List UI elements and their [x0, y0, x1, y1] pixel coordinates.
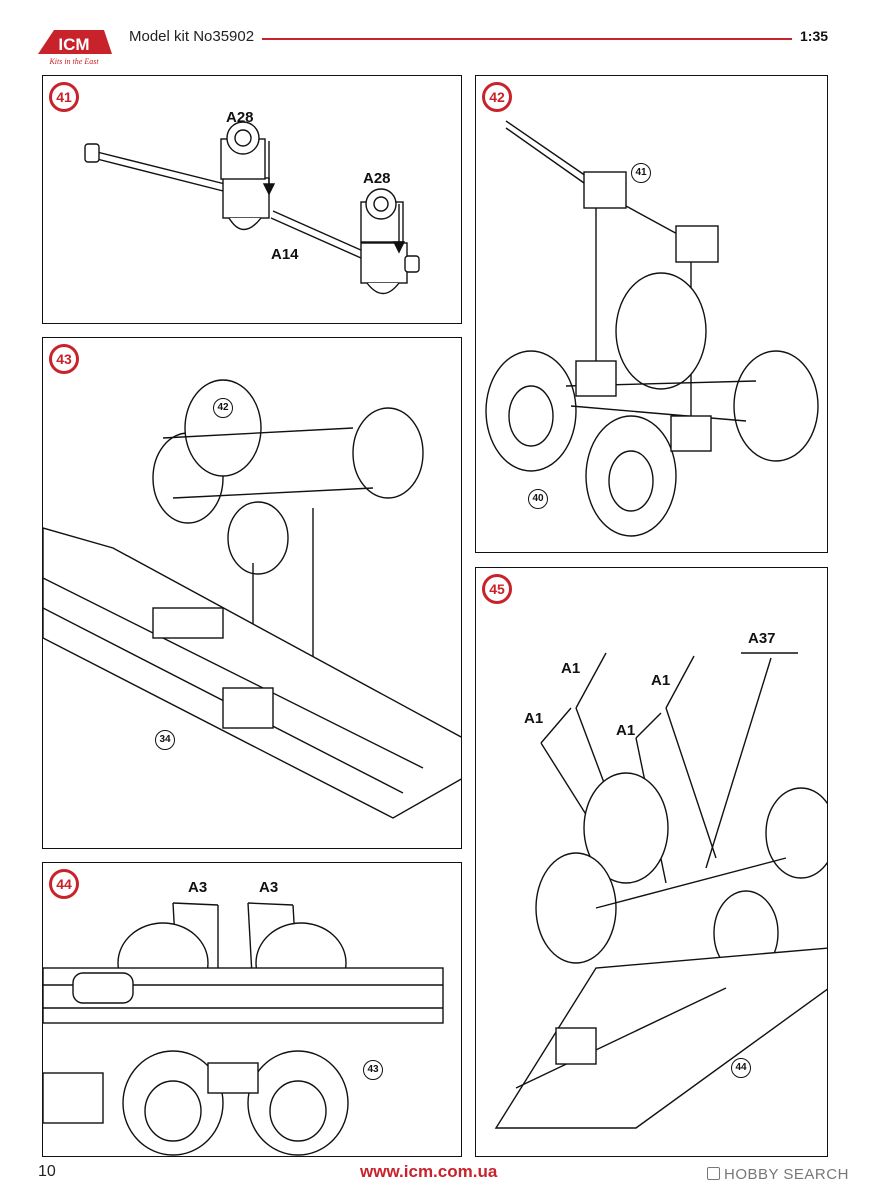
step-43-drawing: [43, 379, 461, 819]
icm-logo-icon: ICM Kits in the East: [38, 30, 112, 66]
kit-title: Model kit No35902: [129, 28, 255, 45]
ref-step-44: 44: [731, 1058, 751, 1078]
step-number-badge: 43: [49, 344, 79, 374]
callout-a3-left: A3: [188, 879, 208, 896]
step-41-drawing: [84, 121, 420, 295]
step-44-drawing: [43, 902, 444, 1156]
step-number-badge: 44: [49, 869, 79, 899]
callout-a1-mid: A1: [616, 722, 636, 739]
ref-step-34: 34: [155, 730, 175, 750]
watermark: HOBBY SEARCH: [707, 1166, 849, 1183]
step-number-badge: 42: [482, 82, 512, 112]
step-number-badge: 45: [482, 574, 512, 604]
step-42-drawing: [485, 120, 819, 537]
callout-a28-left: A28: [226, 109, 254, 126]
scale-label: 1:35: [800, 28, 829, 44]
step-number-badge: 41: [49, 82, 79, 112]
ref-step-40: 40: [528, 489, 548, 509]
ref-step-43: 43: [363, 1060, 383, 1080]
header-rule: [262, 38, 792, 40]
callout-a1-right: A1: [651, 672, 671, 689]
step-42-panel: 42 41 40: [475, 75, 828, 553]
step-44-panel: 44 A3 A3 43: [42, 862, 462, 1157]
callout-a1-left: A1: [524, 710, 544, 727]
callout-a37: A37: [748, 630, 776, 647]
callout-a3-right: A3: [259, 879, 279, 896]
website-link[interactable]: www.icm.com.ua: [360, 1162, 498, 1181]
page-number: 10: [38, 1163, 56, 1180]
ref-step-41: 41: [631, 163, 651, 183]
callout-a14: A14: [271, 246, 299, 263]
svg-text:Kits in the East: Kits in the East: [48, 57, 99, 66]
step-45-drawing: [494, 652, 827, 1129]
page-header: ICM Kits in the East Model kit No35902 1…: [0, 0, 869, 75]
step-43-panel: 43 42 34: [42, 337, 462, 849]
step-41-panel: 41 A28 A28: [42, 75, 462, 324]
svg-text:ICM: ICM: [58, 35, 89, 54]
callout-a28-right: A28: [363, 170, 391, 187]
step-45-panel: 45 A37 A1 A1 A1 A1: [475, 567, 828, 1157]
watermark-text: HOBBY SEARCH: [724, 1166, 849, 1183]
ref-step-42: 42: [213, 398, 233, 418]
hobby-search-icon: [707, 1167, 720, 1180]
callout-a1-top: A1: [561, 660, 581, 677]
